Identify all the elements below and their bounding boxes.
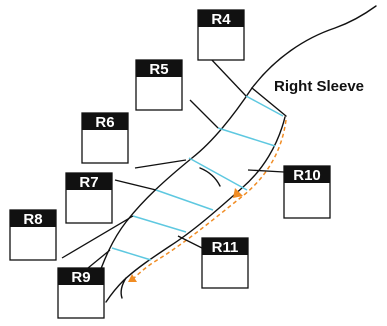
sleeve-top-edge xyxy=(251,87,287,117)
dashed-route xyxy=(131,119,287,281)
leader-r10 xyxy=(247,169,285,173)
sleeve-upper-edge xyxy=(95,87,253,283)
label-r9: R9 xyxy=(57,267,105,319)
label-r7: R7 xyxy=(65,172,113,224)
label-r7-text: R7 xyxy=(79,174,98,191)
label-r9-text: R9 xyxy=(71,269,90,286)
leader-r4 xyxy=(209,57,247,97)
label-r6: R6 xyxy=(81,112,129,164)
label-r8: R8 xyxy=(9,209,57,261)
label-r6-text: R6 xyxy=(95,114,114,131)
shoulder-curve xyxy=(251,5,377,89)
seam-line xyxy=(155,189,214,211)
label-r5-text: R5 xyxy=(149,61,168,78)
leader-r8 xyxy=(61,215,134,259)
arrow-icon xyxy=(128,274,137,282)
seam-line xyxy=(132,215,187,233)
sleeve-crease xyxy=(120,277,127,299)
seam-line xyxy=(217,127,276,147)
label-r8-text: R8 xyxy=(23,211,42,228)
seam-lines xyxy=(111,95,284,261)
label-r10-text: R10 xyxy=(293,167,321,184)
leader-r5 xyxy=(189,99,219,129)
seam-line xyxy=(111,247,152,261)
leader-lines xyxy=(61,57,285,269)
sleeve-fold xyxy=(199,167,221,187)
leader-r9 xyxy=(87,249,111,269)
label-r4-text: R4 xyxy=(211,11,231,28)
sleeve-title: Right Sleeve xyxy=(274,78,364,95)
label-r5: R5 xyxy=(135,59,183,111)
label-r11: R11 xyxy=(201,237,249,289)
sleeve-outline xyxy=(95,5,377,303)
seam-line xyxy=(188,157,248,191)
dashed-arrows xyxy=(128,188,243,282)
sleeve-lower-edge xyxy=(105,116,286,303)
label-r11-text: R11 xyxy=(212,239,239,256)
label-r4: R4 xyxy=(197,9,245,61)
leader-r7 xyxy=(114,179,157,191)
leader-r11 xyxy=(177,235,203,249)
dashed-path xyxy=(131,119,287,281)
leader-r6 xyxy=(134,159,187,169)
seam-line xyxy=(245,95,284,117)
label-r10: R10 xyxy=(283,165,331,219)
arrow-icon xyxy=(233,188,243,198)
